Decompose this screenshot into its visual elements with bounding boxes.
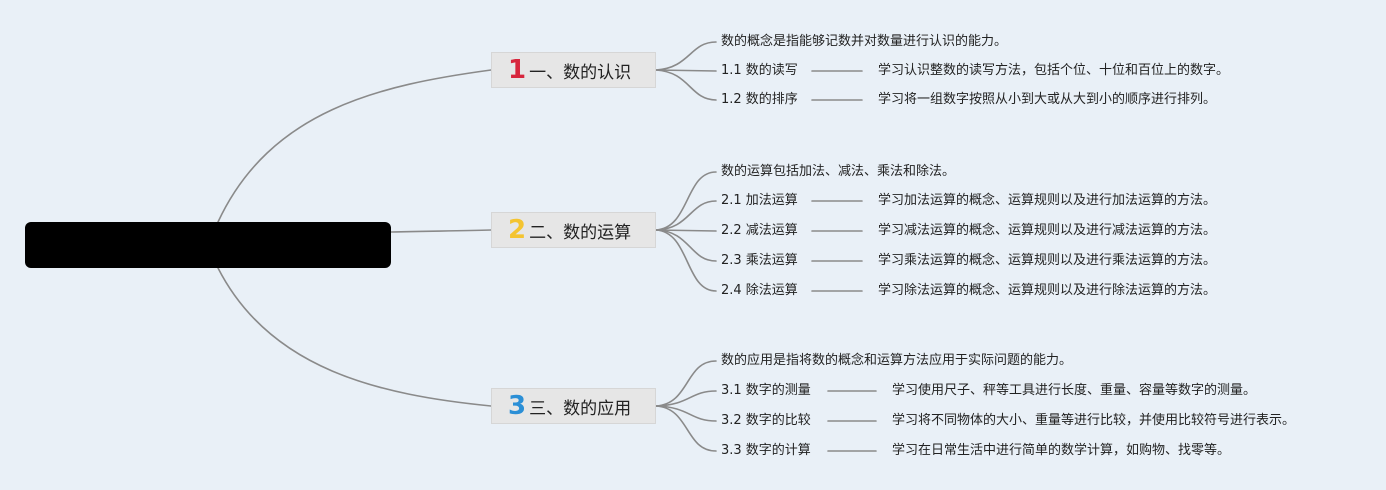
subtopic-1-1-label: 1.1 数的读写	[721, 63, 798, 78]
topic-1-intro: 数的概念是指能够记数并对数量进行认识的能力。	[721, 34, 1008, 49]
subtopic-1-2-desc: 学习将一组数字按照从小到大或从大到小的顺序进行排列。	[878, 92, 1217, 107]
subtopic-3-2-label: 3.2 数字的比较	[721, 413, 811, 428]
connector-topic-1-sub-2	[655, 69, 717, 101]
topic-3[interactable]: 3 三、数的应用	[491, 388, 656, 424]
subtopic-2-4-label: 2.4 除法运算	[721, 283, 798, 298]
connector-topic-2-sub-2	[655, 229, 717, 232]
connector-central-topic-1	[217, 69, 492, 223]
topic-2-intro: 数的运算包括加法、减法、乘法和除法。	[721, 164, 956, 179]
subtopic-2-1-label: 2.1 加法运算	[721, 193, 798, 208]
topic-1-number: 1	[508, 55, 527, 85]
central-topic[interactable]	[25, 222, 391, 268]
subtopic-2-2-desc: 学习减法运算的概念、运算规则以及进行减法运算的方法。	[878, 223, 1217, 238]
subtopic-2-4-desc: 学习除法运算的概念、运算规则以及进行除法运算的方法。	[878, 283, 1217, 298]
connector-topic-3-sub-2	[655, 405, 717, 422]
subtopic-2-1-desc: 学习加法运算的概念、运算规则以及进行加法运算的方法。	[878, 193, 1217, 208]
connector-central-topic-2	[390, 229, 492, 233]
subtopic-2-2-label: 2.2 减法运算	[721, 223, 798, 238]
connector-topic-2-sub-4	[655, 229, 717, 292]
subtopic-3-2-desc: 学习将不同物体的大小、重量等进行比较，并使用比较符号进行表示。	[892, 413, 1296, 428]
topic-1[interactable]: 1 一、数的认识	[491, 52, 656, 88]
topic-2-number: 2	[508, 215, 527, 245]
connector-topic-3-sub-3	[655, 405, 717, 452]
subtopic-1-2-label: 1.2 数的排序	[721, 92, 798, 107]
subtopic-1-1-desc: 学习认识整数的读写方法，包括个位、十位和百位上的数字。	[878, 63, 1230, 78]
topic-3-title: 三、数的应用	[529, 398, 632, 419]
connector-topic-2-sub-3	[655, 229, 717, 262]
connector-topic-3-sub-1	[655, 390, 717, 407]
connector-topic-2-sub-1	[655, 200, 717, 231]
subtopic-3-1-label: 3.1 数字的测量	[721, 383, 811, 398]
connector-topic-3-intro	[655, 360, 717, 407]
connector-topic-1-sub-1	[655, 69, 717, 72]
subtopic-3-3-label: 3.3 数字的计算	[721, 443, 811, 458]
connector-central-topic-3	[217, 267, 492, 407]
connector-topic-1-intro	[655, 41, 717, 71]
topic-2-title: 二、数的运算	[529, 222, 632, 243]
topic-1-title: 一、数的认识	[529, 62, 632, 83]
subtopic-2-3-label: 2.3 乘法运算	[721, 253, 798, 268]
topic-3-intro: 数的应用是指将数的概念和运算方法应用于实际问题的能力。	[721, 353, 1073, 368]
connector-topic-2-intro	[655, 171, 717, 231]
topic-2[interactable]: 2 二、数的运算	[491, 212, 656, 248]
subtopic-3-3-desc: 学习在日常生活中进行简单的数学计算，如购物、找零等。	[892, 443, 1231, 458]
subtopic-2-3-desc: 学习乘法运算的概念、运算规则以及进行乘法运算的方法。	[878, 253, 1217, 268]
topic-3-number: 3	[508, 391, 527, 421]
subtopic-3-1-desc: 学习使用尺子、秤等工具进行长度、重量、容量等数字的测量。	[892, 383, 1257, 398]
